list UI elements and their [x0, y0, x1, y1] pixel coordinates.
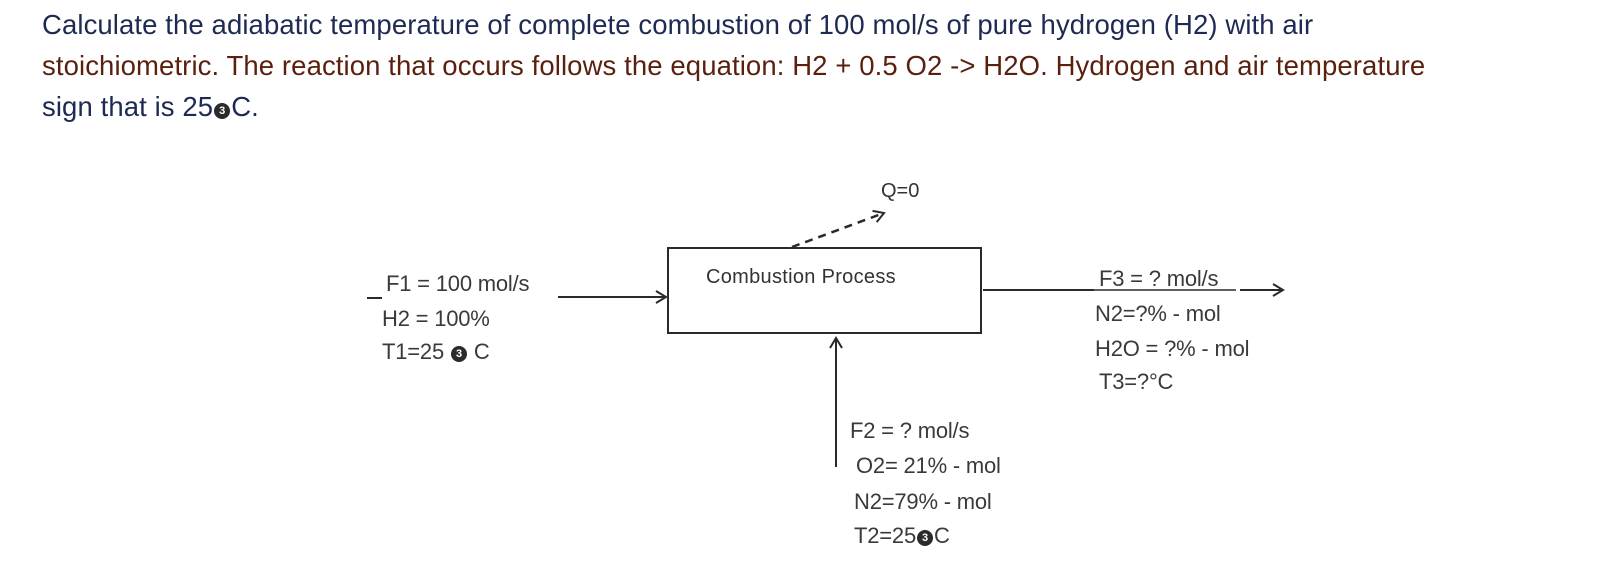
process-box — [667, 247, 982, 334]
heat-dashed-arrow — [791, 209, 886, 249]
process-label: Combustion Process — [706, 266, 896, 288]
problem-line-2: stoichiometric. The reaction that occurs… — [42, 50, 1426, 81]
f3-n2-label: N2=?% - mol — [1095, 301, 1221, 326]
f2-flow-label: F2 = ? mol/s — [850, 418, 970, 443]
problem-line-3-start: sign that is 25 — [42, 91, 214, 122]
f1-composition-label: H2 = 100% — [382, 306, 490, 331]
f1-temperature-label: T1=25 3 C — [382, 339, 490, 365]
heat-label: Q=0 — [881, 180, 920, 202]
f1-temperature-unit: C — [467, 339, 490, 364]
f3-h2o-label: H2O = ?% - mol — [1095, 336, 1250, 361]
degree-badge-icon: 3 — [917, 530, 933, 546]
f3-temperature-label: T3=?°C — [1099, 369, 1174, 394]
problem-line-1: Calculate the adiabatic temperature of c… — [42, 9, 1314, 40]
degree-badge-icon: 3 — [214, 103, 231, 119]
problem-statement: Calculate the adiabatic temperature of c… — [42, 4, 1582, 127]
degree-badge-icon: 3 — [450, 346, 467, 362]
f1-flow-label: F1 = 100 mol/s — [386, 271, 530, 296]
f2-temperature-value: T2=25 — [854, 523, 916, 548]
f2-o2-label: O2= 21% - mol — [856, 453, 1001, 478]
f2-n2-label: N2=79% - mol — [854, 489, 992, 514]
f3-flow-label: F3 = ? mol/s — [1099, 266, 1219, 291]
f2-temperature-unit: C — [934, 523, 950, 548]
f1-temperature-value: T1=25 — [382, 339, 450, 364]
problem-line-3-end: C. — [231, 91, 259, 122]
